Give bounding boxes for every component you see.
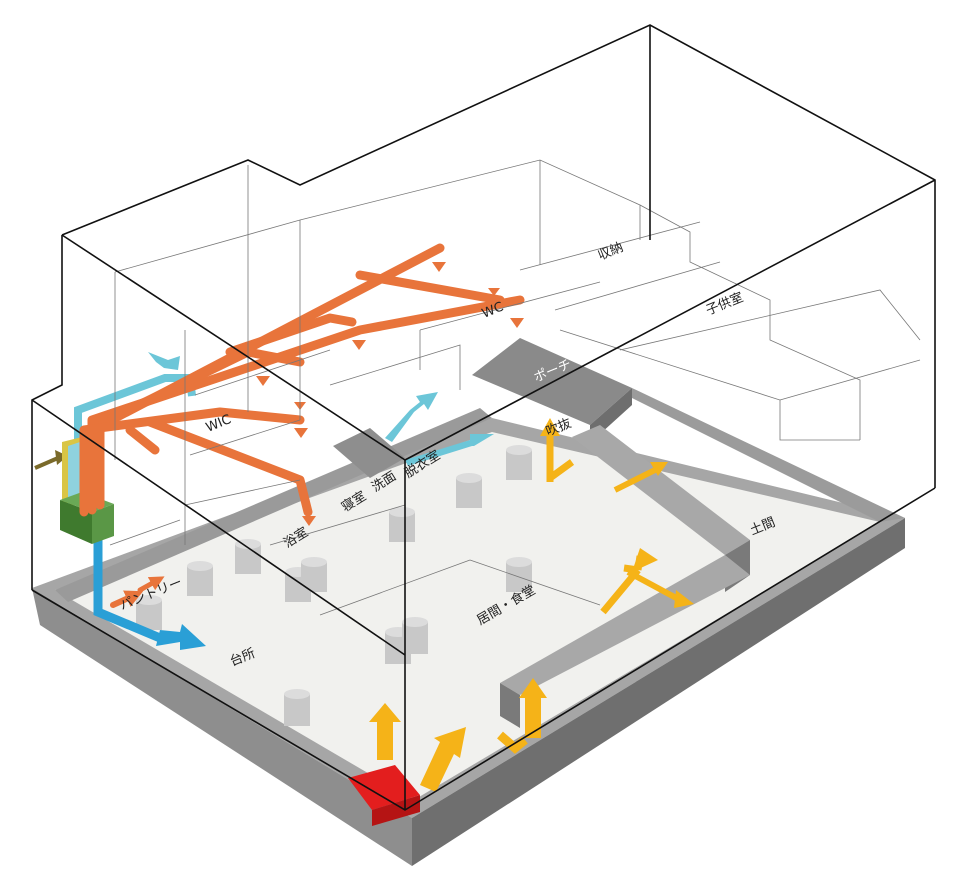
arrow-up-icon: [613, 467, 657, 493]
room-label-child-room: 子供室: [704, 289, 746, 318]
arrow-up-icon: [546, 432, 575, 482]
hvac-body-side: [92, 504, 114, 544]
room-label-stairwell: 吹抜: [544, 415, 574, 440]
wall-stair-top: [572, 425, 750, 555]
arrow-down-icon: [302, 516, 316, 526]
arrow-down-icon: [352, 340, 366, 350]
intake-duct: [34, 450, 206, 650]
floor-heater: [348, 765, 420, 826]
arrow-down-icon: [488, 288, 500, 296]
room-label-storage: 収納: [596, 240, 626, 264]
wall-entrance-top: [500, 555, 750, 695]
arrow-right-icon: [385, 392, 438, 442]
arrow-up-icon: [650, 462, 668, 476]
foundation-right-side: [412, 518, 905, 866]
arrow-up-icon: [420, 727, 466, 792]
right-floor-edge: [632, 388, 905, 522]
foundation-left-side: [32, 588, 412, 866]
arrow-right-icon: [405, 434, 494, 466]
post: [456, 473, 482, 508]
supply-ducts: [79, 243, 525, 608]
arrow-up-icon: [632, 548, 658, 572]
hvac-chase-block: [333, 428, 405, 478]
arrow-down-icon: [256, 376, 270, 386]
warm-airflow: [369, 418, 694, 792]
arrow-right-icon: [148, 352, 180, 370]
arrow-down-icon: [294, 428, 308, 438]
arrow-right-icon: [34, 456, 59, 470]
post: [402, 617, 428, 654]
post: [389, 507, 415, 542]
arrow-right-icon: [156, 624, 206, 650]
hvac-filter-cyan: [68, 442, 80, 504]
arrow-up-icon: [540, 418, 560, 436]
wall-entrance-side: [500, 683, 520, 728]
arrow-up-icon: [369, 703, 401, 760]
post: [284, 689, 310, 726]
post: [506, 445, 532, 480]
upper-floor-wireframe: [109, 159, 921, 616]
post: [235, 539, 261, 574]
arrow-right-icon: [626, 569, 682, 603]
arrow-down-icon: [432, 262, 446, 272]
partition-walls: [55, 338, 905, 728]
arrow-up-icon: [519, 678, 547, 738]
arrow-up-icon: [497, 731, 528, 754]
post: [187, 561, 213, 596]
arrow-right-icon: [55, 450, 68, 465]
floor-surface: [55, 432, 880, 800]
arrow-down-icon: [510, 318, 524, 328]
arrow-right-icon: [674, 590, 694, 608]
building-outline: [31, 24, 936, 811]
